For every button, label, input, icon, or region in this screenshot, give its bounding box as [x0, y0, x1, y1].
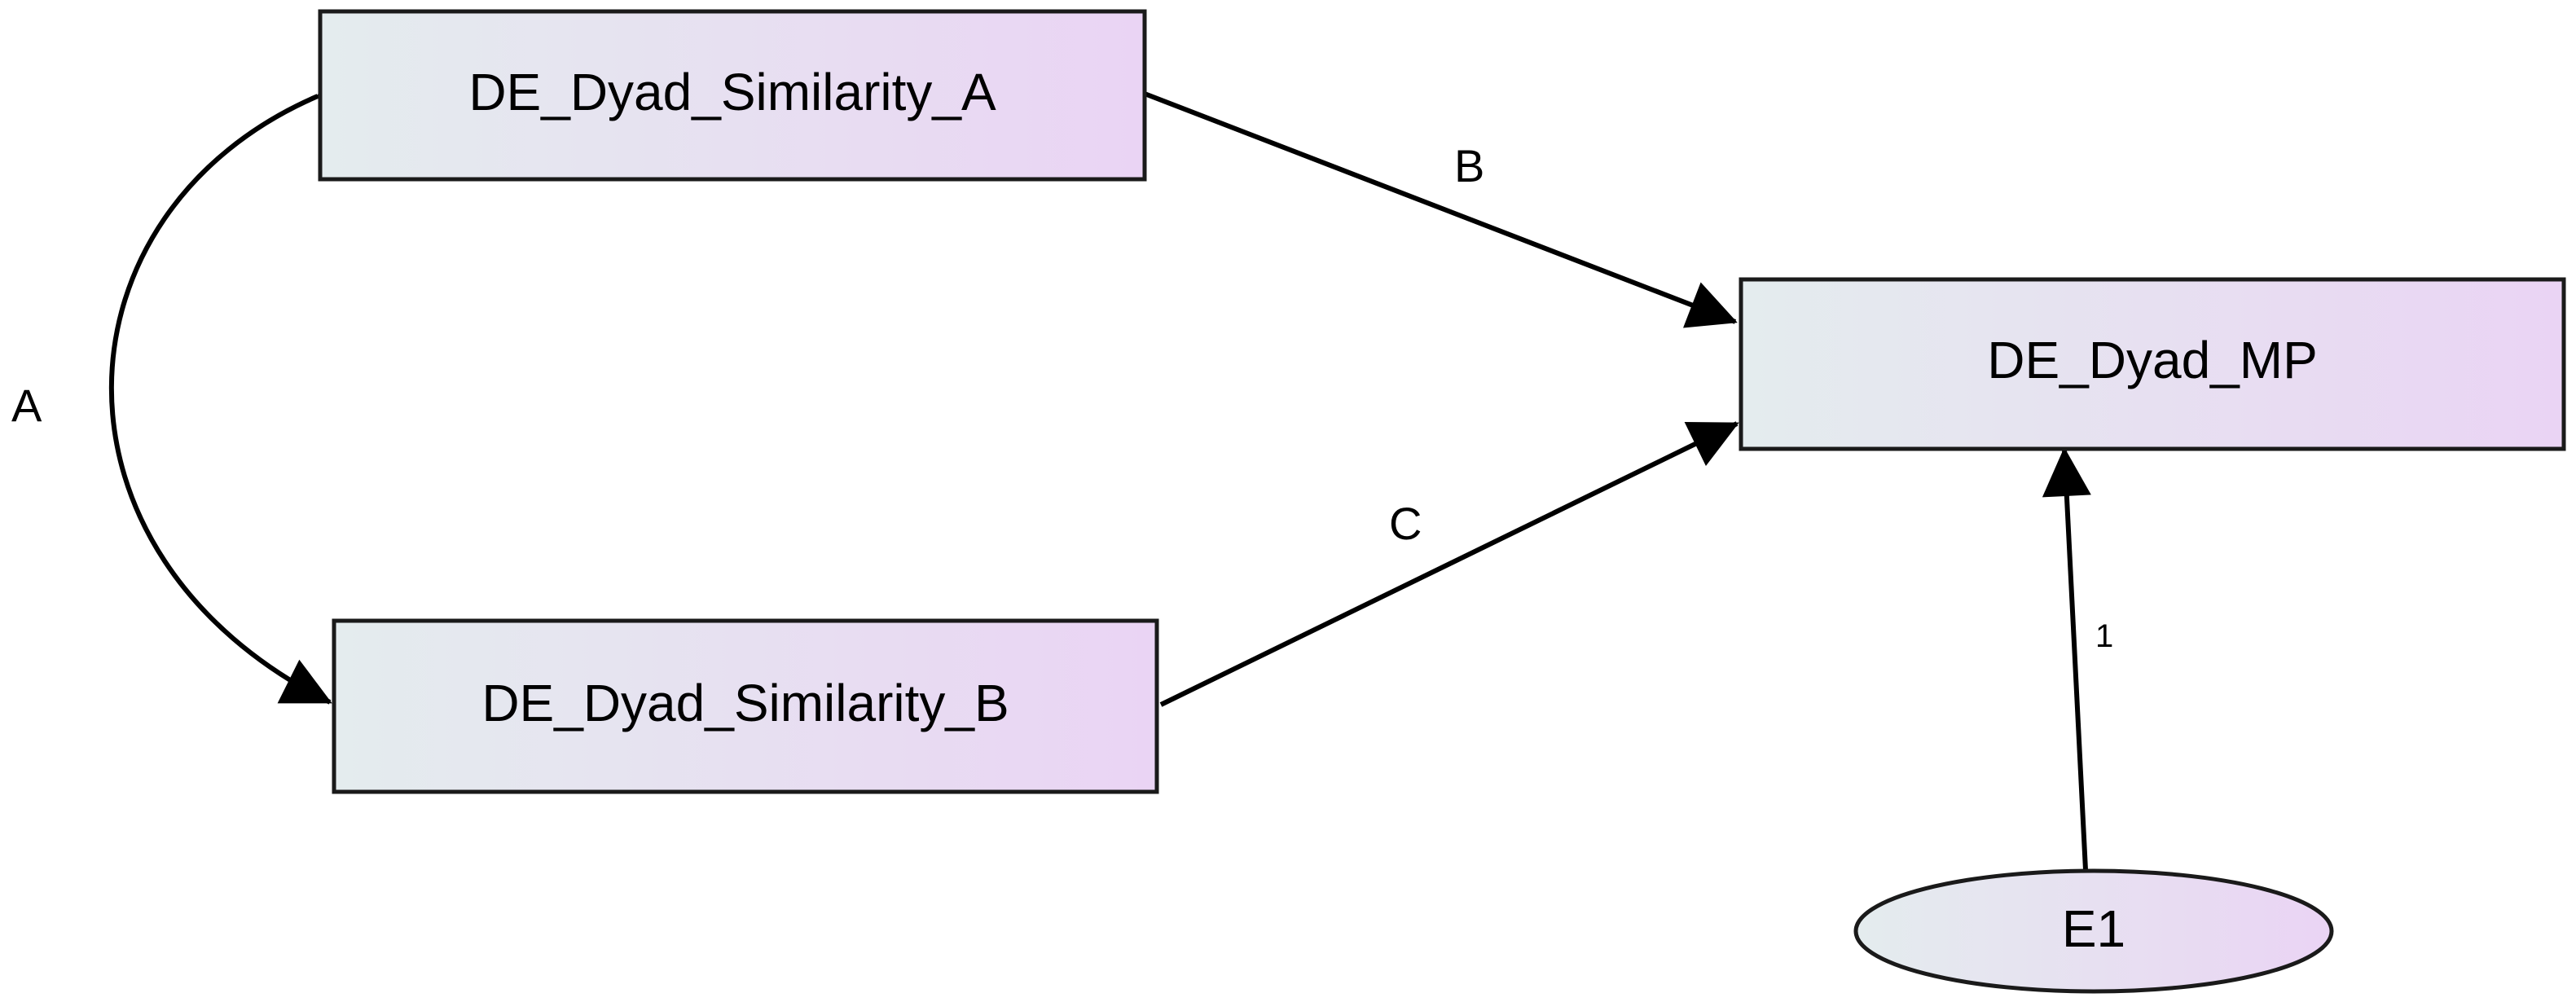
error-path-arrow: [2042, 447, 2091, 871]
node-dyad-mp[interactable]: DE_Dyad_MP: [1739, 277, 2566, 451]
covariance-label: A: [11, 380, 42, 431]
path-b-arrow: [1143, 91, 1738, 328]
error-path-label: 1: [2095, 618, 2113, 654]
node-similarity-a[interactable]: DE_Dyad_Similarity_A: [318, 9, 1147, 182]
node-similarity-b[interactable]: DE_Dyad_Similarity_B: [332, 618, 1159, 794]
node-e1[interactable]: E1: [1853, 868, 2334, 994]
path-c-label: C: [1389, 498, 1422, 549]
e1-label: E1: [2062, 899, 2125, 958]
dyad-mp-label: DE_Dyad_MP: [1987, 331, 2318, 389]
path-c-arrow: [1159, 421, 1739, 707]
edge-labels: A B C 1: [11, 140, 2113, 654]
similarity-a-label: DE_Dyad_Similarity_A: [468, 63, 996, 121]
covariance-arrow: [109, 55, 371, 705]
dyad-mp-box: [1739, 277, 2566, 451]
similarity-b-label: DE_Dyad_Similarity_B: [481, 674, 1009, 732]
path-b-label: B: [1454, 140, 1484, 191]
edges: [109, 55, 2091, 871]
similarity-a-box: [318, 9, 1147, 182]
e1-ellipse: [1853, 868, 2334, 994]
similarity-b-box: [332, 618, 1159, 794]
